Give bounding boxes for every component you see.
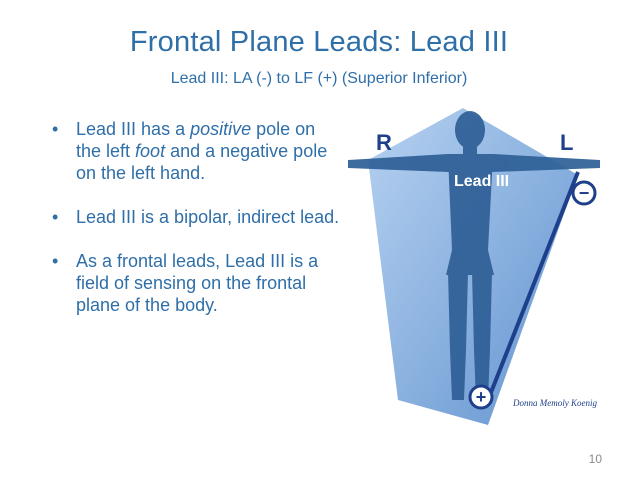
negative-symbol: − xyxy=(579,183,590,203)
bullet-dot: • xyxy=(52,119,59,139)
bullet-dot: • xyxy=(52,251,59,271)
lead-iii-axis xyxy=(486,171,580,401)
bullet-emphasis: foot xyxy=(135,141,166,161)
negative-pole-icon xyxy=(571,180,597,206)
torso xyxy=(446,156,494,275)
bullet-dot: • xyxy=(52,207,59,227)
right-leg xyxy=(472,272,492,400)
bullet-text-part: Lead III has a xyxy=(76,119,191,139)
slide-subtitle: Lead III: LA (-) to LF (+) (Superior Inf… xyxy=(170,70,468,87)
positive-symbol: + xyxy=(476,387,487,407)
slide-title: Frontal Plane Leads: Lead III xyxy=(129,26,509,58)
bullet-item: • As a frontal leads, Lead III is a fiel… xyxy=(52,250,342,316)
bullet-item: • Lead III has a positive pole on the le… xyxy=(52,118,342,184)
label-r: R xyxy=(376,130,392,155)
label-l: L xyxy=(560,130,573,155)
bullet-text: As a frontal leads, Lead III is a field … xyxy=(76,251,319,315)
lead-iii-figure: R L Lead III − + Donna Memoly Koenig xyxy=(348,108,600,425)
head xyxy=(455,111,485,149)
figure-credit: Donna Memoly Koenig xyxy=(512,398,597,408)
bullet-text-part: and a negative pole on the left hand. xyxy=(76,141,328,183)
human-body xyxy=(348,111,600,400)
bullet-text: Lead III is a bipolar, indirect lead. xyxy=(76,207,340,227)
left-leg xyxy=(448,272,468,400)
bullet-item: • Lead III is a bipolar, indirect lead. xyxy=(52,206,342,228)
lead-iii-label: Lead III xyxy=(454,173,509,190)
bullet-emphasis: positive xyxy=(190,119,252,139)
bullet-text-part: pole on the left xyxy=(76,119,316,161)
page-number: 10 xyxy=(588,452,602,466)
bullet-list: • Lead III has a positive pole on the le… xyxy=(52,118,342,338)
neck xyxy=(463,145,477,155)
positive-pole-icon xyxy=(468,384,494,410)
